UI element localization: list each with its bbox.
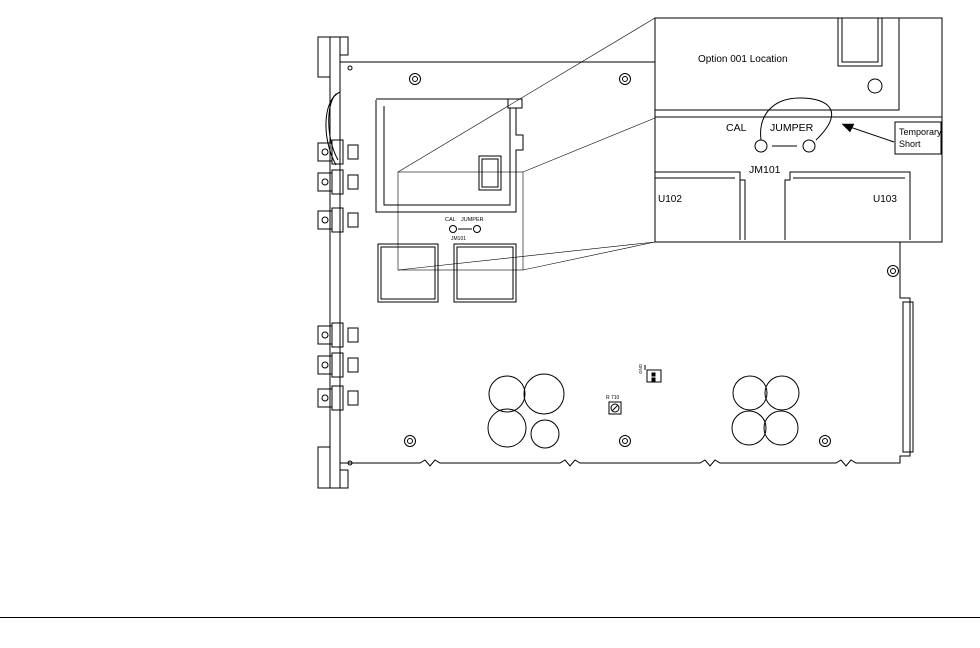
board-outline bbox=[340, 61, 911, 467]
board-gnd-label: GND bbox=[638, 363, 643, 374]
zoom-projection bbox=[397, 17, 656, 271]
capacitor bbox=[732, 375, 768, 411]
board-cal-label: CAL bbox=[445, 217, 456, 223]
r710-trimmer bbox=[608, 401, 622, 415]
capacitor bbox=[530, 419, 560, 449]
capacitor bbox=[763, 410, 799, 446]
inset-detail bbox=[654, 17, 943, 243]
small-ic bbox=[478, 155, 502, 191]
capacitor bbox=[731, 410, 767, 446]
inset-frame bbox=[654, 17, 943, 243]
jumper-pin-right bbox=[802, 139, 816, 153]
inset-u103-label: U103 bbox=[873, 194, 897, 205]
edge-connector bbox=[902, 301, 914, 453]
capacitor bbox=[487, 408, 527, 448]
board-r710-label: R 710 bbox=[606, 395, 620, 401]
inset-u102-label: U102 bbox=[658, 194, 682, 205]
front-panel bbox=[329, 36, 341, 489]
capacitor bbox=[764, 375, 800, 411]
capacitor bbox=[523, 373, 565, 415]
board-jm101-label: JM101 bbox=[451, 236, 466, 242]
option-location-label: Option 001 Location bbox=[698, 54, 788, 65]
inset-cal-label: CAL bbox=[726, 122, 747, 134]
board-jumper-label: JUMPER bbox=[461, 217, 484, 223]
inset-jm101-label: JM101 bbox=[749, 164, 781, 176]
main-board bbox=[317, 36, 914, 489]
board-chip-u103 bbox=[453, 243, 517, 303]
board-chip-u102 bbox=[377, 243, 439, 303]
callout-line1: Temporary bbox=[899, 127, 942, 137]
page-bottom-rule bbox=[0, 617, 980, 618]
capacitor bbox=[488, 375, 526, 413]
temporary-short-wire bbox=[760, 97, 833, 141]
gnd-testpoint bbox=[646, 369, 662, 383]
inset-jumper-label: JUMPER bbox=[770, 122, 814, 134]
zoom-region bbox=[397, 171, 524, 271]
callout-line2: Short bbox=[899, 139, 921, 149]
callout-box bbox=[894, 121, 942, 155]
